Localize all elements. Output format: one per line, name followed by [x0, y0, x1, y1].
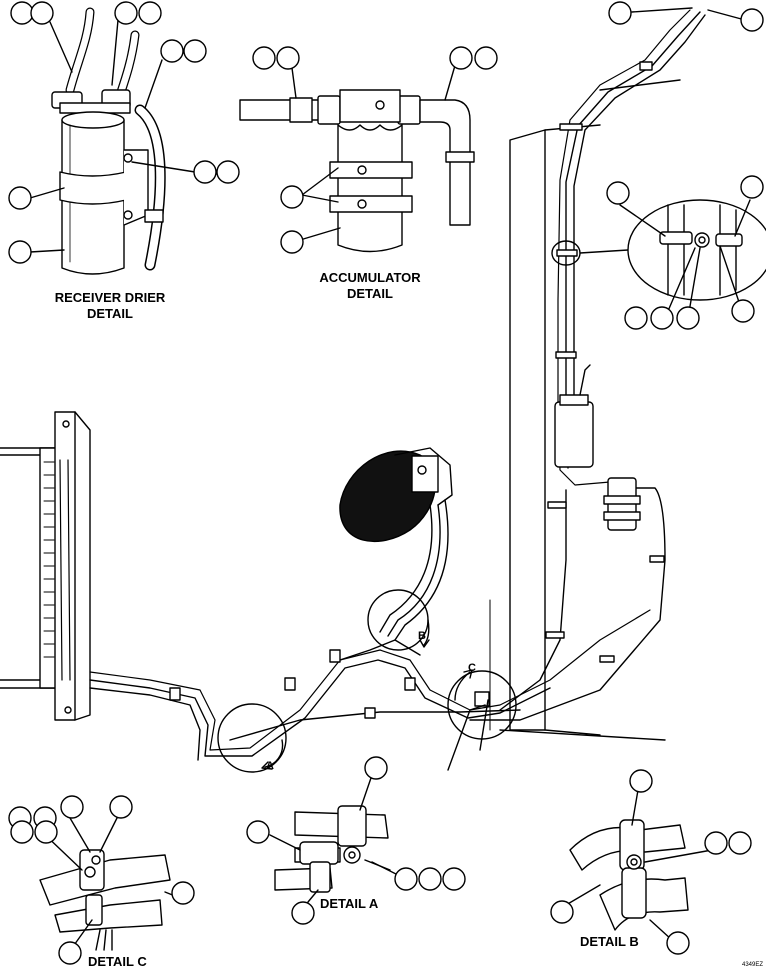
main-hose-routing	[0, 9, 706, 773]
callout-letter-a: A	[266, 760, 274, 772]
detail-a-title: DETAIL A	[320, 896, 379, 911]
detail-c-title: DETAIL C	[88, 954, 147, 969]
accumulator-title-line1: ACCUMULATOR	[319, 270, 421, 285]
receiver-drier-detail	[8, 1, 240, 275]
callout-letter-c: C	[468, 662, 476, 674]
detail-b-title: DETAIL B	[580, 934, 639, 949]
callout-letter-b: B	[418, 630, 426, 642]
receiver-drier-title-line2: DETAIL	[87, 306, 133, 321]
accumulator-title-line2: DETAIL	[347, 286, 393, 301]
top-right-callouts	[608, 1, 764, 32]
drawing-number: 4349EZ	[742, 962, 764, 968]
detail-b	[550, 769, 752, 955]
detail-a	[246, 756, 466, 925]
receiver-drier-title-line1: RECEIVER DRIER	[54, 290, 166, 305]
accumulator-detail	[239, 46, 498, 254]
detail-c	[8, 795, 195, 965]
clamp-zoom-detail	[606, 175, 766, 330]
accumulator-title: ACCUMULATOR DETAIL	[315, 270, 425, 302]
receiver-drier-title: RECEIVER DRIER DETAIL	[40, 290, 180, 322]
